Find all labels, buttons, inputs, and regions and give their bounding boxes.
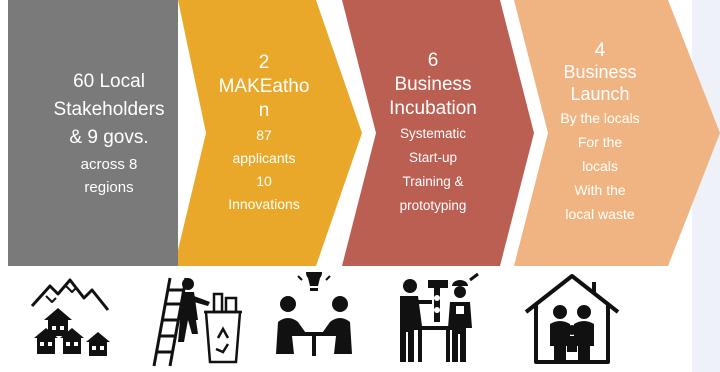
step-3-title-line-2: Incubation [389, 98, 477, 119]
step-4-detail-line-5: local waste [565, 206, 635, 222]
step-business-launch: 4 Business Launch By the locals For the … [534, 0, 666, 266]
step-4-title-line-1: Business [563, 62, 637, 82]
step-4-detail-line-4: With the [574, 182, 626, 198]
step-3-number: 6 [427, 50, 439, 71]
step-3-detail-line-4: prototyping [399, 198, 467, 213]
meeting-idea-icon [276, 272, 352, 356]
step-3-detail-line-1: Systematic [399, 126, 467, 141]
step-1-detail-line-2: regions [84, 179, 134, 196]
step-stakeholders: 60 Local Stakeholders & 9 govs. across 8… [44, 0, 174, 266]
step-2-detail-line-1: 87 [256, 127, 272, 143]
step-4-number: 4 [594, 40, 606, 61]
mountain-village-icon [30, 278, 110, 356]
step-business-incubation: 6 Business Incubation Systematic Start-u… [368, 0, 498, 266]
workshop-workers-icon [400, 272, 479, 362]
step-3-detail-line-2: Start-up [408, 150, 458, 165]
chevron-1 [8, 0, 178, 266]
step-1-detail-line-1: across 8 [80, 156, 138, 173]
step-1-title-line-1: 60 Local [73, 71, 145, 92]
step-2-detail-line-3: 10 [256, 173, 272, 189]
step-2-title-line-2: n [258, 100, 270, 121]
step-makeathon: 2 MAKEatho n 87 applicants 10 Innovation… [196, 0, 332, 266]
step-4-title-line-2: Launch [570, 84, 630, 104]
step-3-detail-line-3: Training & [402, 174, 464, 189]
chevron-4 [514, 0, 668, 266]
family-home-icon [524, 274, 620, 364]
chevron-4-arrow [668, 0, 720, 266]
step-1-title-line-2: Stakeholders [53, 99, 165, 120]
step-4-detail-line-2: For the [577, 134, 623, 150]
step-2-number: 2 [258, 52, 270, 73]
step-3-title-line-1: Business [394, 74, 472, 95]
step-4-detail-line-1: By the locals [560, 110, 640, 126]
step-1-title-line-3: & 9 govs. [69, 127, 149, 148]
chevron-2 [178, 0, 362, 266]
chevron-3 [342, 0, 534, 266]
step-2-detail-line-4: Innovations [228, 196, 300, 212]
step-2-title-line-1: MAKEatho [218, 76, 310, 97]
recycling-ladder-icon [152, 277, 242, 367]
step-4-detail-line-3: locals [582, 158, 618, 174]
step-2-detail-line-2: applicants [232, 150, 296, 166]
